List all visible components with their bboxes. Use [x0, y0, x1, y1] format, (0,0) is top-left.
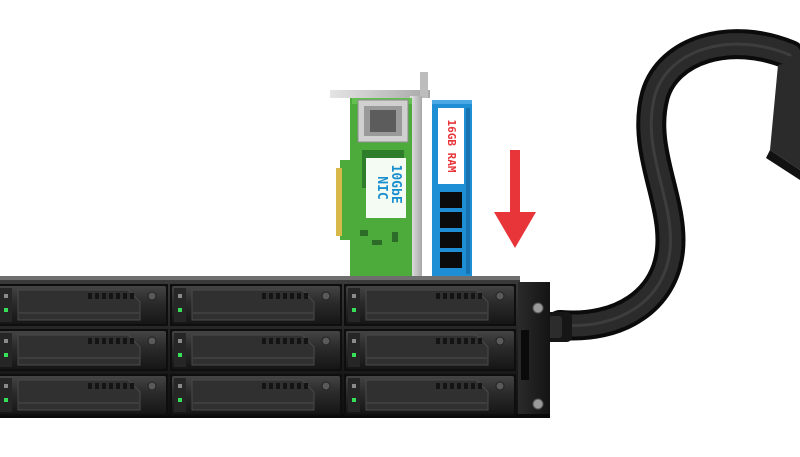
tray-lock-icon[interactable] — [147, 381, 157, 391]
nic-label-line1: 10GbE — [388, 165, 403, 204]
status-led-icon — [4, 384, 8, 388]
status-led-icon — [4, 339, 8, 343]
status-led-icon — [352, 339, 356, 343]
nic-label-line2: NIC — [374, 176, 389, 199]
nic-label: 10GbE NIC — [374, 165, 403, 212]
activity-led-icon — [4, 398, 8, 402]
drive-bay[interactable] — [0, 284, 168, 326]
power-cable — [542, 29, 800, 342]
drive-bay[interactable] — [170, 284, 342, 326]
nas-chassis — [0, 276, 550, 418]
tray-lock-icon[interactable] — [321, 381, 331, 391]
rack-screw-icon — [532, 302, 544, 314]
ram-label: 16GB RAM — [445, 120, 458, 173]
nic-card: 10GbE NIC — [330, 72, 430, 278]
activity-led-icon — [352, 398, 356, 402]
ram-chip — [440, 252, 462, 268]
tray-lock-icon[interactable] — [147, 336, 157, 346]
activity-led-icon — [178, 353, 182, 357]
ram-chip — [440, 192, 462, 208]
activity-led-icon — [352, 353, 356, 357]
activity-led-icon — [352, 308, 356, 312]
drive-bay-grid — [0, 284, 516, 416]
drive-bay[interactable] — [0, 329, 168, 371]
ram-module: 16GB RAM — [432, 100, 472, 280]
activity-led-icon — [4, 353, 8, 357]
ram-chip — [440, 232, 462, 248]
ram-chip — [440, 212, 462, 228]
tray-lock-icon[interactable] — [321, 291, 331, 301]
tray-lock-icon[interactable] — [495, 291, 505, 301]
drive-bay[interactable] — [344, 284, 516, 326]
activity-led-icon — [4, 308, 8, 312]
status-led-icon — [178, 339, 182, 343]
activity-led-icon — [178, 308, 182, 312]
status-led-icon — [178, 294, 182, 298]
activity-led-icon — [178, 398, 182, 402]
drive-bay[interactable] — [0, 374, 168, 416]
nic-bracket — [330, 90, 430, 98]
rack-screw-icon — [532, 398, 544, 410]
lamp-head — [766, 60, 800, 180]
drive-bay[interactable] — [344, 329, 516, 371]
tray-lock-icon[interactable] — [147, 291, 157, 301]
tray-lock-icon[interactable] — [495, 336, 505, 346]
status-led-icon — [352, 384, 356, 388]
drive-bay[interactable] — [170, 329, 342, 371]
status-led-icon — [178, 384, 182, 388]
drive-bay[interactable] — [170, 374, 342, 416]
status-led-icon — [4, 294, 8, 298]
tray-lock-icon[interactable] — [321, 336, 331, 346]
drive-bay[interactable] — [344, 374, 516, 416]
status-led-icon — [352, 294, 356, 298]
install-arrow — [494, 150, 536, 248]
tray-lock-icon[interactable] — [495, 381, 505, 391]
